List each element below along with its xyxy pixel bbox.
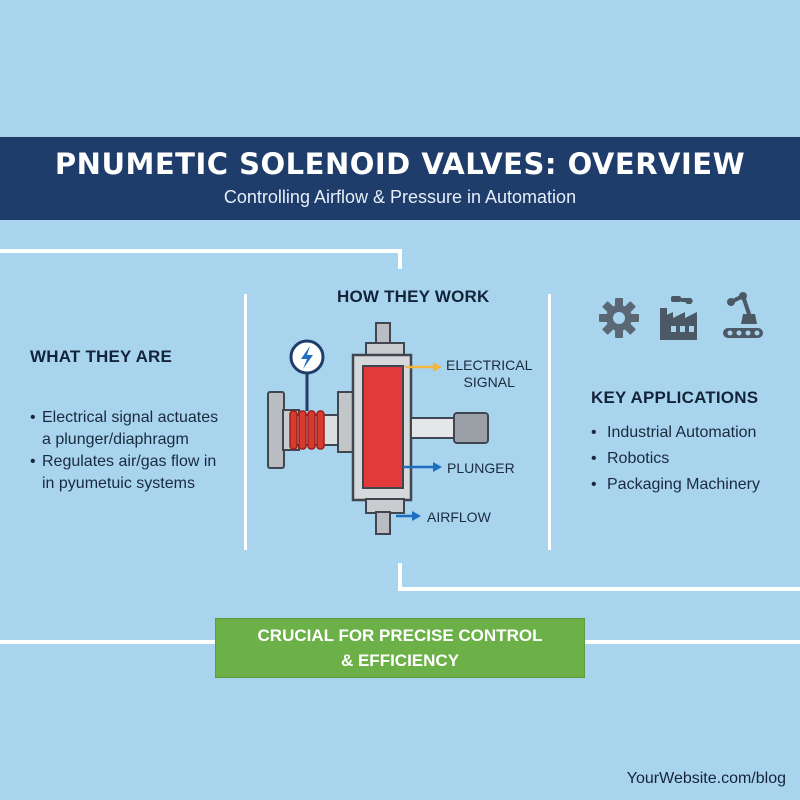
solenoid-valve-diagram: [267, 322, 489, 535]
key-takeaway-line1: CRUCIAL FOR PRECISE CONTROL: [257, 626, 543, 645]
airflow-arrow: [396, 511, 421, 521]
divider-top-vertical: [398, 249, 402, 269]
what-they-are-heading: WHAT THEY ARE: [30, 347, 173, 366]
key-takeaway-box: CRUCIAL FOR PRECISE CONTROL & EFFICIENCY: [215, 618, 585, 678]
page-title: PNUMETIC SOLENOID VALVES: OVERVIEW: [54, 147, 746, 181]
divider-cta-left: [0, 640, 215, 644]
header-banner: PNUMETIC SOLENOID VALVES: OVERVIEW Contr…: [0, 137, 800, 220]
divider-cta-right: [583, 640, 800, 644]
divider-bottom-right: [398, 587, 800, 591]
what-they-are-item-cont: a plunger/diaphragm: [42, 431, 189, 448]
what-they-are-item-cont: in pyumetuic systems: [42, 475, 195, 492]
footer-url: YourWebsite.com/blog: [626, 770, 786, 787]
left-flange: [267, 391, 285, 469]
top-stem: [375, 322, 391, 346]
what-they-are-item: Regulates air/gas flow in: [30, 451, 240, 473]
key-takeaway-line2: & EFFICIENCY: [340, 651, 460, 670]
what-they-are-item: Electrical signal actuates: [30, 407, 240, 429]
divider-bottom-vertical: [398, 563, 402, 591]
factory-icon: [660, 296, 697, 340]
plunger-label: PLUNGER: [447, 460, 515, 476]
key-applications-heading: KEY APPLICATIONS: [591, 388, 759, 407]
bottom-stem: [375, 511, 391, 535]
airflow-label: AIRFLOW: [427, 509, 491, 525]
key-applications-section: KEY APPLICATIONS Industrial Automation R…: [591, 388, 796, 498]
divider-top-left: [0, 249, 402, 253]
solenoid-coil: [289, 410, 325, 450]
outlet-nozzle: [453, 412, 489, 444]
bottom-cap: [365, 498, 405, 514]
electrical-signal-label: ELECTRICAL SIGNAL: [446, 357, 533, 390]
electrical-signal-arrow: [405, 362, 442, 372]
page-subtitle: Controlling Airflow & Pressure in Automa…: [223, 187, 577, 207]
lightning-bolt-icon: [289, 339, 325, 398]
divider-right-column: [548, 294, 551, 550]
plunger: [362, 365, 404, 489]
application-item: Packaging Machinery: [591, 472, 796, 498]
what-they-are-section: WHAT THEY ARE Electrical signal actuates…: [30, 347, 240, 495]
plunger-arrow: [403, 462, 442, 472]
gear-icon: [599, 298, 639, 338]
application-item: Industrial Automation: [591, 420, 796, 446]
divider-left-column: [244, 294, 247, 550]
application-item: Robotics: [591, 446, 796, 472]
connector-block: [337, 391, 355, 453]
how-they-work-heading: HOW THEY WORK: [337, 287, 490, 306]
robot-arm-icon: [723, 292, 763, 338]
